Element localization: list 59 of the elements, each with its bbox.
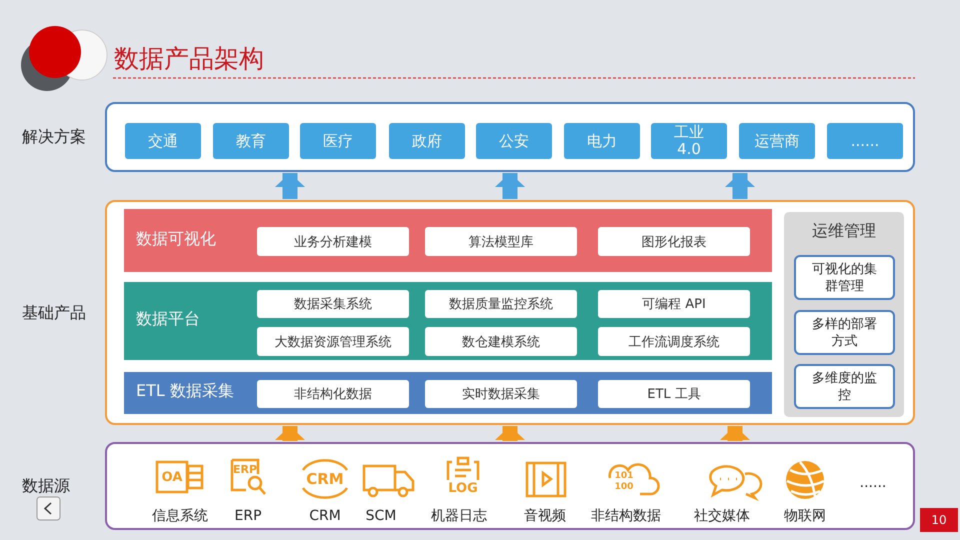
ops-box: 多样的部署方式 [794,310,895,355]
block-arrow [720,426,750,441]
module-box: 非结构化数据 [257,380,409,408]
module-box: 图形化报表 [598,227,750,256]
solution-box: 电力 [564,123,640,159]
module-box: 数据采集系统 [257,290,409,318]
band-heading: ETL 数据采集 [136,381,234,402]
module-box: 工作流调度系统 [598,327,750,356]
module-box: 大数据资源管理系统 [257,327,409,356]
icon-text: LOG [448,482,478,494]
layer-heading: 解决方案 [22,127,86,148]
source-caption: 非结构数据 [591,509,661,523]
layer-heading: 基础产品 [22,302,86,324]
layer-band [124,372,772,414]
icon-text: OA [162,470,182,484]
block-arrow [495,173,525,199]
layer-band [124,209,772,272]
source-caption: 社交媒体 [694,509,750,523]
solution-box: 交通 [125,123,201,159]
solution-box: 公安 [476,123,552,159]
module-box: 实时数据采集 [425,380,577,408]
icon-text: 100 [614,482,634,492]
solution-box: 工业4.0 [651,123,727,159]
layer-heading: 数据源 [22,476,70,497]
source-caption: 音视频 [524,509,566,523]
source-caption: 机器日志 [431,509,487,523]
ops-box: 可视化的集群管理 [794,255,895,300]
icon-text: CRM [306,472,344,486]
source-caption: CRM [309,509,341,523]
module-box: 算法模型库 [425,227,577,256]
icon-text: ERP [232,464,258,474]
panel-heading: 运维管理 [811,221,877,242]
source-caption: 信息系统 [152,509,208,523]
block-arrow [275,173,305,199]
block-arrow [495,426,525,441]
solution-box: 教育 [213,123,289,159]
page-number: 10 [920,508,958,532]
block-arrow [725,173,755,199]
module-box: 数仓建模系统 [425,327,577,356]
ops-box: 多维度的监控 [794,364,895,409]
band-heading: 数据平台 [136,309,200,330]
block-arrow [275,426,305,441]
source-caption: 物联网 [784,509,826,523]
band-heading: 数据可视化 [136,228,216,250]
ellipsis: ...... [860,476,886,490]
solution-box: 运营商 [739,123,815,159]
module-box: 可编程 API [598,290,750,318]
module-box: 业务分析建模 [257,227,409,256]
source-caption: SCM [366,509,396,523]
module-box: 数据质量监控系统 [425,290,577,318]
icon-text: 101 [614,472,634,480]
solution-box: ...... [827,123,903,159]
module-box: ETL 工具 [598,380,750,408]
solution-box: 政府 [389,123,465,159]
solution-box: 医疗 [300,123,376,159]
source-caption: ERP [234,509,262,523]
slide-title: 数据产品架构 [114,43,264,75]
ops-panel [784,212,904,417]
layer-band [124,282,772,360]
